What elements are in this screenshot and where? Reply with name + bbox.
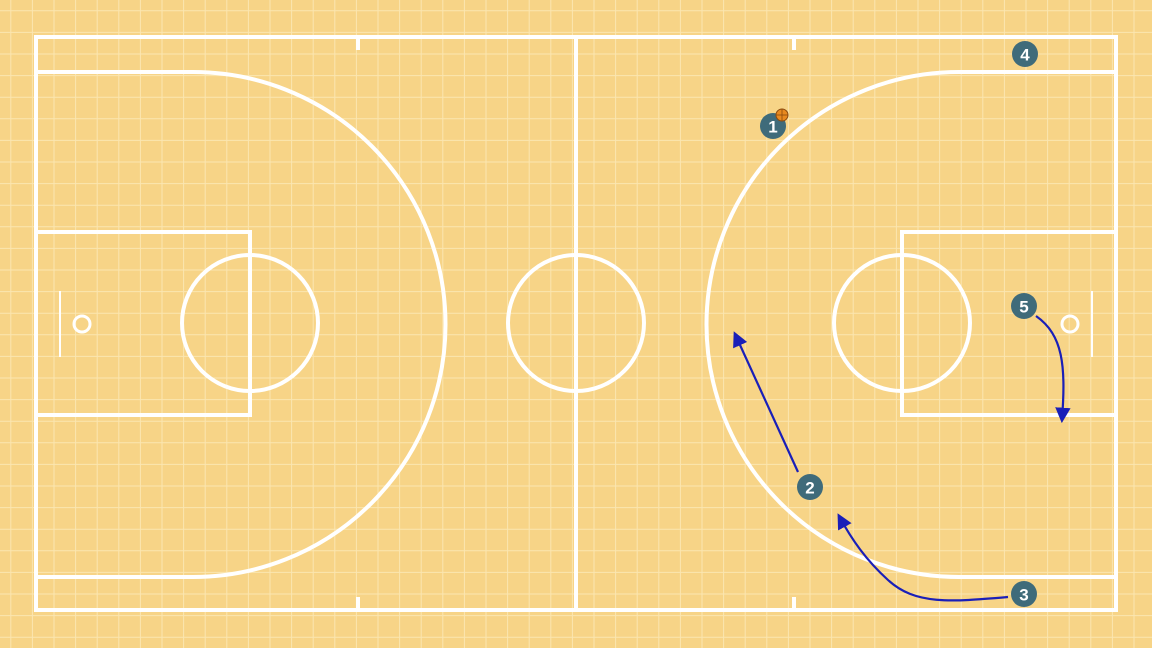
- player-number: 3: [1019, 586, 1028, 605]
- court-lines: [34, 35, 1118, 612]
- player-5[interactable]: 5: [1011, 293, 1037, 319]
- player-3[interactable]: 3: [1011, 581, 1037, 607]
- player-marker: [1011, 293, 1037, 319]
- cut-arrow-player-5: [1035, 315, 1071, 424]
- player-1[interactable]: 1: [760, 108, 789, 139]
- player-number: 4: [1020, 46, 1030, 65]
- player-marker: [797, 474, 823, 500]
- movement-paths: [733, 315, 1071, 602]
- hoop-right: [1060, 314, 1080, 334]
- basketball-icon: [775, 108, 789, 122]
- three-point-line-right: [704, 70, 1116, 579]
- free-throw-circle-left: [180, 253, 320, 393]
- player-2[interactable]: 2: [797, 474, 823, 500]
- player-4[interactable]: 4: [1012, 41, 1038, 67]
- free-throw-circle-right: [832, 253, 972, 393]
- player-marker: [1012, 41, 1038, 67]
- three-point-line-left: [36, 70, 448, 579]
- player-marker: [1011, 581, 1037, 607]
- player-number: 1: [768, 118, 777, 137]
- center-circle: [506, 253, 646, 393]
- hoop-left: [72, 314, 92, 334]
- cut-arrow-player-3: [837, 513, 1009, 602]
- cut-arrow-player-2: [733, 331, 800, 473]
- key-left: [34, 230, 252, 417]
- key-right: [900, 230, 1118, 417]
- player-number: 2: [805, 479, 814, 498]
- player-number: 5: [1019, 298, 1028, 317]
